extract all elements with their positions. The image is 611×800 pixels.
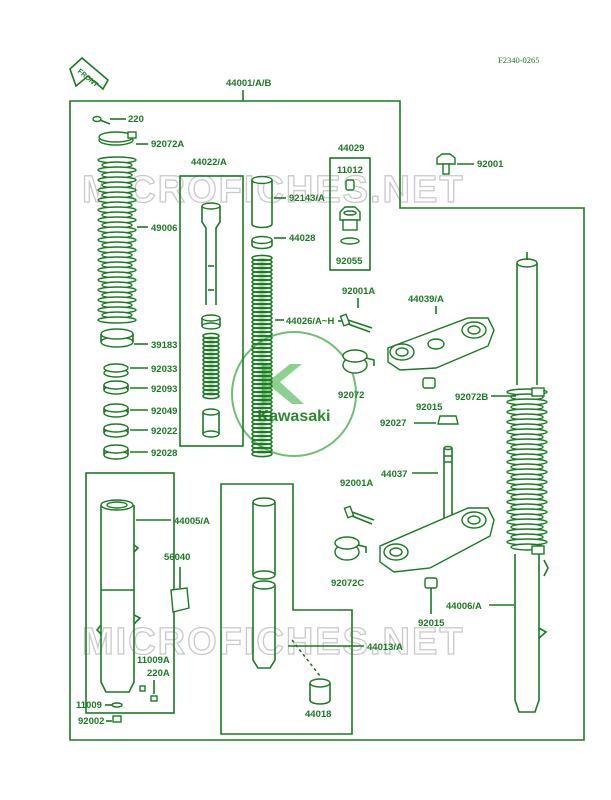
oring-92055 (340, 237, 360, 245)
label-92055: 92055 (336, 256, 363, 267)
bolt-92001A-mid (343, 505, 375, 525)
watermark-top: MICROFICHES.NET (82, 169, 465, 211)
washer-11009 (111, 702, 123, 708)
label-92072B: 92072B (455, 392, 488, 403)
label-92001A-top: 92001A (342, 286, 375, 297)
bushing-44018 (309, 678, 331, 705)
diagram-code: F2340-0265 (498, 55, 540, 65)
stem-44037 (443, 445, 453, 520)
ring-stack (103, 363, 129, 460)
label-92033: 92033 (151, 364, 177, 375)
clamp-92072A (98, 131, 137, 146)
label-44026: 44026/A~H (286, 316, 334, 327)
label-44037: 44037 (381, 469, 407, 480)
label-sticker-56040 (170, 567, 190, 613)
box-44022 (179, 175, 244, 447)
nut-92015-bottom (424, 577, 438, 589)
spring-44026 (251, 254, 273, 458)
box-44013 (220, 483, 353, 735)
cap-92027 (437, 415, 459, 425)
label-92022: 92022 (151, 426, 177, 437)
label-92001A-mid: 92001A (340, 478, 373, 489)
washer-44028 (251, 235, 273, 250)
label-92002: 92002 (78, 716, 104, 727)
label-92015-bottom: 92015 (418, 618, 445, 629)
label-92001-top: 92001 (477, 159, 504, 170)
box-44029 (329, 157, 371, 271)
oring-11012 (345, 179, 355, 191)
watermark-bottom: MICROFICHES.NET (82, 621, 465, 663)
label-44028: 44028 (289, 233, 315, 244)
clamp-92072 (342, 349, 375, 374)
front-label: FRONT (76, 68, 100, 89)
label-11012: 11012 (337, 165, 363, 176)
upper-bracket-44039 (387, 317, 495, 371)
spacer-92143 (251, 175, 273, 229)
label-92093: 92093 (151, 384, 177, 395)
label-92049: 92049 (151, 406, 177, 417)
label-56040: 56040 (164, 552, 190, 563)
label-92028: 92028 (151, 448, 177, 459)
label-44039A: 44039/A (408, 294, 444, 305)
label-92072: 92072 (338, 390, 364, 401)
label-11009: 11009 (76, 700, 102, 711)
nut-92015-top (422, 377, 436, 389)
bolt-92001A-top (339, 313, 373, 333)
label-92072A: 92072A (151, 139, 184, 150)
front-arrow-icon: FRONT (69, 56, 110, 91)
label-92027: 92027 (380, 418, 406, 429)
label-49006: 49006 (151, 223, 177, 234)
inner-tube-44013 (252, 497, 276, 669)
label-92072C: 92072C (331, 578, 364, 589)
bolt-92001 (436, 153, 456, 175)
clamp-39183 (100, 328, 134, 348)
label-220A: 220A (147, 668, 170, 679)
label-44006A: 44006/A (446, 601, 482, 612)
clamp-92072C (334, 536, 367, 561)
cap-bolt-44029 (339, 206, 361, 231)
lower-bracket (379, 507, 495, 573)
logo-text: Kawasaki (258, 408, 331, 425)
label-44029: 44029 (338, 143, 364, 154)
label-44005A: 44005/A (174, 516, 210, 527)
label-11009A: 11009A (137, 655, 170, 666)
assembly-frame (69, 100, 585, 741)
assembly-label: 44001/A/B (226, 78, 272, 89)
bolt-220 (92, 115, 111, 125)
bolt-92002 (112, 715, 122, 723)
label-220: 220 (128, 114, 144, 125)
outer-tube-44005 (95, 499, 142, 693)
boot-49006 (97, 156, 137, 324)
label-44013A: 44013/A (367, 642, 403, 653)
label-39183: 39183 (151, 340, 177, 351)
drain-bolt-220A (139, 680, 158, 702)
label-92143A: 92143/A (289, 193, 325, 204)
label-44022A: 44022/A (191, 157, 227, 168)
damper-rod-44022 (201, 202, 221, 438)
fork-assembly-44006 (506, 252, 549, 713)
label-44018: 44018 (305, 709, 331, 720)
label-92015-top: 92015 (416, 402, 443, 413)
